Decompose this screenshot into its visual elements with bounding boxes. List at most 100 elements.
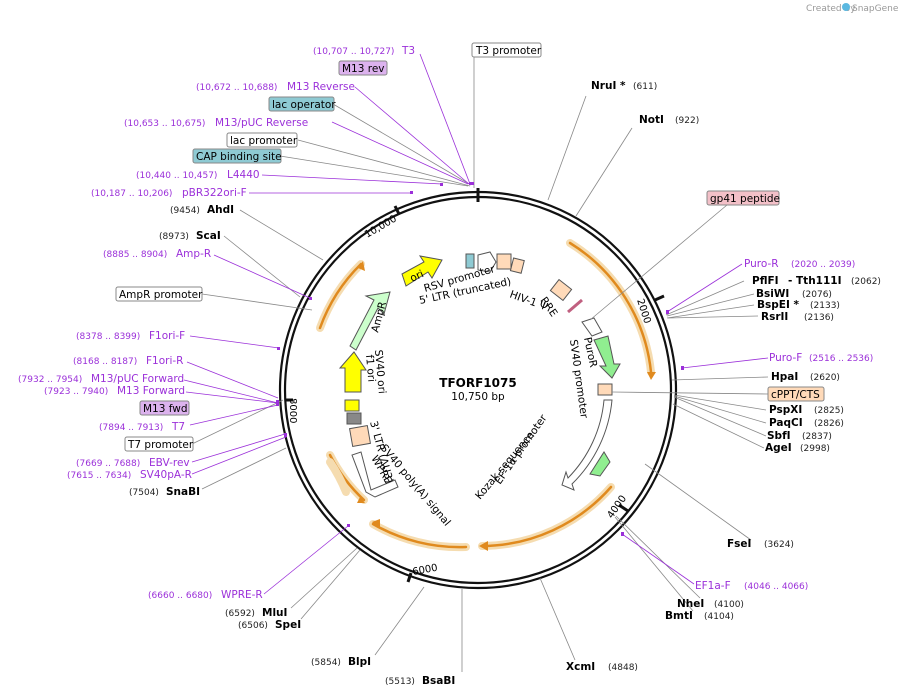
enzyme-paqci-pos: (2826) <box>814 419 844 429</box>
feature-l4440: L4440 <box>227 169 260 181</box>
feature-amp-r: Amp-R <box>176 248 211 260</box>
feature-puro-r: Puro-R <box>744 258 779 270</box>
enzyme-hpai-pos: (2620) <box>810 373 840 383</box>
enzyme-paqci: PaqCI <box>769 417 803 429</box>
enzyme-bsabi-pos: (5513) <box>385 677 415 687</box>
enzyme-snabi: SnaBI <box>166 486 200 498</box>
feature-wpre-r-pos: (6660 .. 6680) <box>148 591 212 601</box>
feature-ebv-rev: EBV-rev <box>149 457 190 469</box>
box-t7-promoter: T7 promoter <box>127 439 194 451</box>
feature-sv40pa-r-pos: (7615 .. 7634) <box>67 471 131 481</box>
feature-m13-puc-forward: M13/pUC Forward <box>91 373 184 385</box>
orf-arrowheads <box>357 261 656 551</box>
enzyme-noti: NotI <box>639 114 664 126</box>
feature-m13-forward: M13 Forward <box>117 385 185 397</box>
box-ampr-promoter: AmpR promoter <box>119 289 203 301</box>
enzyme-fsei: FseI <box>727 538 751 550</box>
plasmid-name: TFORF1075 <box>439 376 516 390</box>
feature-m13-reverse-pos: (10,672 .. 10,688) <box>196 83 277 93</box>
enzyme-ahdi: AhdI <box>207 204 234 216</box>
tick-6000: 6000 <box>412 563 439 578</box>
tick-marks <box>285 188 665 583</box>
box-m13-rev: M13 rev <box>342 63 385 75</box>
feature-f1ori-r-pos: (8168 .. 8187) <box>73 357 137 367</box>
feature-f1ori-r: F1ori-R <box>146 355 183 367</box>
enzyme-nrui-pos: (611) <box>633 82 657 92</box>
box-lac-operator: lac operator <box>272 99 336 111</box>
box-cap-binding-site: CAP binding site <box>196 151 282 163</box>
feature-m13-forward-pos: (7923 .. 7940) <box>44 387 108 397</box>
enzyme-sbfi-pos: (2837) <box>802 432 832 442</box>
enzyme-pflfi: PflFI <box>752 275 779 287</box>
enzyme-bspei-pos: (2133) <box>810 301 840 311</box>
enzyme-rsrii: RsrII <box>761 311 788 323</box>
enzyme-agei-pos: (2998) <box>800 444 830 454</box>
enzyme-mlui: MluI <box>262 607 287 619</box>
primer-leader-lines <box>183 53 769 595</box>
feature-t3-pos: (10,707 .. 10,727) <box>313 47 394 57</box>
feature-f1ori-f-pos: (8378 .. 8399) <box>76 332 140 342</box>
enzyme-ahdi-pos: (9454) <box>170 206 200 216</box>
enzyme-blpi-pos: (5854) <box>311 658 341 668</box>
enzyme-agei: AgeI <box>765 442 792 454</box>
enzyme-tth111i: - Tth111I <box>788 275 842 287</box>
enzyme-nrui: NruI * <box>591 80 626 92</box>
enzyme-pspxi: PspXI <box>769 404 802 416</box>
feature-ebv-rev-pos: (7669 .. 7688) <box>76 459 140 469</box>
feature-pbr322ori-f-pos: (10,187 .. 10,206) <box>91 189 172 199</box>
enzyme-leader-lines <box>191 56 769 672</box>
enzyme-pspxi-pos: (2825) <box>814 406 844 416</box>
feature-m13-puc-forward-pos: (7932 .. 7954) <box>18 375 82 385</box>
orf-arcs <box>316 239 655 552</box>
enzyme-bsiwi-pos: (2076) <box>802 290 832 300</box>
enzyme-rsrii-pos: (2136) <box>804 313 834 323</box>
enzyme-nhei-pos: (4100) <box>714 600 744 610</box>
enzyme-blpi: BlpI <box>348 656 371 668</box>
feature-puro-f: Puro-F <box>769 352 802 364</box>
feature-l4440-pos: (10,440 .. 10,457) <box>136 171 217 181</box>
enzyme-nhei: NheI <box>677 598 704 610</box>
enzyme-xcmi: XcmI <box>566 661 595 673</box>
enzyme-fsei-pos: (3624) <box>764 540 794 550</box>
label-ori: ori <box>408 268 425 285</box>
tick-8000: 8000 <box>287 398 298 423</box>
box-t3-promoter: T3 promoter <box>475 45 542 57</box>
label-sv40-ori: SV40 ori <box>372 349 388 394</box>
enzyme-hpai: HpaI <box>771 371 798 383</box>
feature-t3: T3 <box>401 45 415 57</box>
feature-amp-r-pos: (8885 .. 8904) <box>103 250 167 260</box>
enzyme-bsabi: BsaBI <box>422 675 455 687</box>
enzyme-bspei: BspEI * <box>757 299 800 311</box>
enzyme-sbfi: SbfI <box>767 430 791 442</box>
feature-pbr322ori-f: pBR322ori-F <box>182 187 247 199</box>
box-m13-fwd: M13 fwd <box>143 403 188 415</box>
enzyme-bsiwi: BsiWI <box>756 288 789 300</box>
boxed-labels: T3 promoter M13 rev lac operator lac pro… <box>115 42 825 452</box>
inner-features <box>338 251 621 498</box>
enzyme-scai-pos: (8973) <box>159 232 189 242</box>
enzyme-tth111i-pos: (2062) <box>851 277 881 287</box>
credit-prefix: Created by <box>806 4 856 14</box>
enzyme-xcmi-pos: (4848) <box>608 663 638 673</box>
enzyme-spei: SpeI <box>275 619 301 631</box>
enzyme-bmti: BmtI <box>665 610 693 622</box>
feature-ef1a-f: EF1a-F <box>695 580 731 592</box>
feature-labels: T3 (10,707 .. 10,727) M13 Reverse (10,67… <box>18 45 873 601</box>
feature-m13-puc-reverse: M13/pUC Reverse <box>215 117 308 129</box>
enzyme-noti-pos: (922) <box>675 116 699 126</box>
box-lac-promoter: lac promoter <box>230 135 298 147</box>
feature-m13-reverse: M13 Reverse <box>287 81 355 93</box>
feature-puro-f-pos: (2516 .. 2536) <box>809 354 873 364</box>
credit-brand: SnapGene <box>852 4 899 14</box>
feature-ef1a-f-pos: (4046 .. 4066) <box>744 582 808 592</box>
feature-m13-puc-reverse-pos: (10,653 .. 10,675) <box>124 119 205 129</box>
enzyme-bmti-pos: (4104) <box>704 612 734 622</box>
enzyme-scai: ScaI <box>196 230 221 242</box>
enzyme-mlui-pos: (6592) <box>225 609 255 619</box>
backbone-outer <box>278 190 678 590</box>
box-gp41-peptide: gp41 peptide <box>710 193 780 205</box>
feature-puro-r-pos: (2020 .. 2039) <box>791 260 855 270</box>
box-cppt-cts: cPPT/CTS <box>771 389 820 401</box>
feature-sv40pa-r: SV40pA-R <box>140 469 192 481</box>
